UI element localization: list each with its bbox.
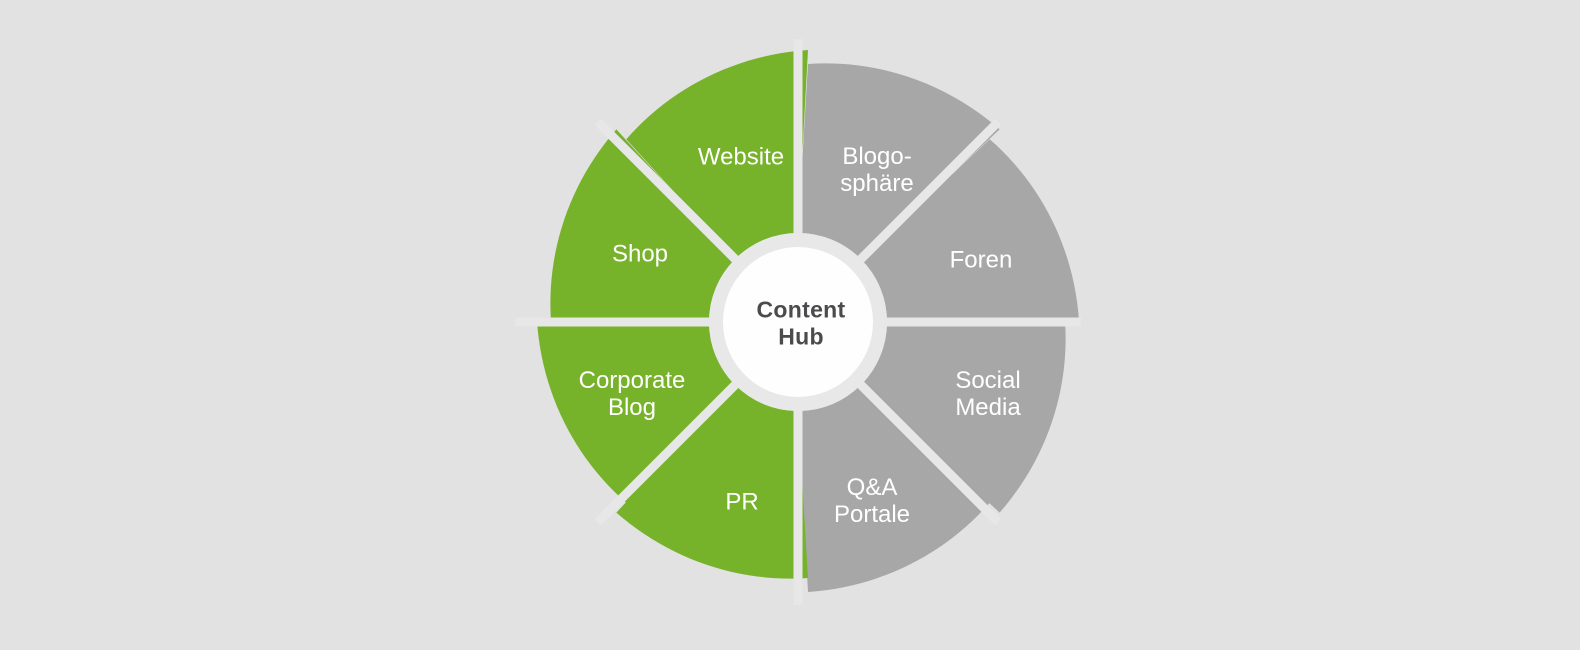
- segment-label-qa-portale: Q&A: [847, 474, 898, 501]
- segment-label-social-media: Social: [955, 367, 1020, 394]
- hub-label: Hub: [778, 324, 824, 350]
- segment-qa-portale: [798, 384, 990, 592]
- segment-shop: [550, 129, 736, 322]
- segment-separator: [594, 368, 752, 526]
- segment-separator: [844, 118, 1002, 276]
- segment-separator: [594, 118, 752, 276]
- segment-separator: [844, 368, 1002, 526]
- segment-social-media: [860, 321, 1066, 513]
- segment-label-website: Website: [698, 144, 784, 171]
- segment-label-shop: Shop: [612, 241, 668, 268]
- segment-label-corporate-blog: Corporate: [579, 367, 686, 394]
- hub-label: Content: [757, 297, 846, 323]
- segment-corporate-blog: [537, 321, 736, 503]
- segment-label-blogosphaere: Blogo-: [842, 143, 911, 170]
- segment-pr: [616, 384, 808, 579]
- segment-label-social-media: Media: [955, 394, 1021, 421]
- segment-website: [626, 50, 808, 260]
- segment-label-pr: PR: [725, 489, 758, 516]
- segment-label-corporate-blog: Blog: [608, 394, 656, 421]
- segment-blogosphaere: [798, 63, 1000, 260]
- segment-label-foren: Foren: [950, 247, 1013, 274]
- hub-circle: [723, 247, 873, 397]
- segment-label-qa-portale: Portale: [834, 501, 910, 528]
- segment-label-blogosphaere: sphäre: [840, 170, 913, 197]
- segment-foren: [860, 139, 1079, 322]
